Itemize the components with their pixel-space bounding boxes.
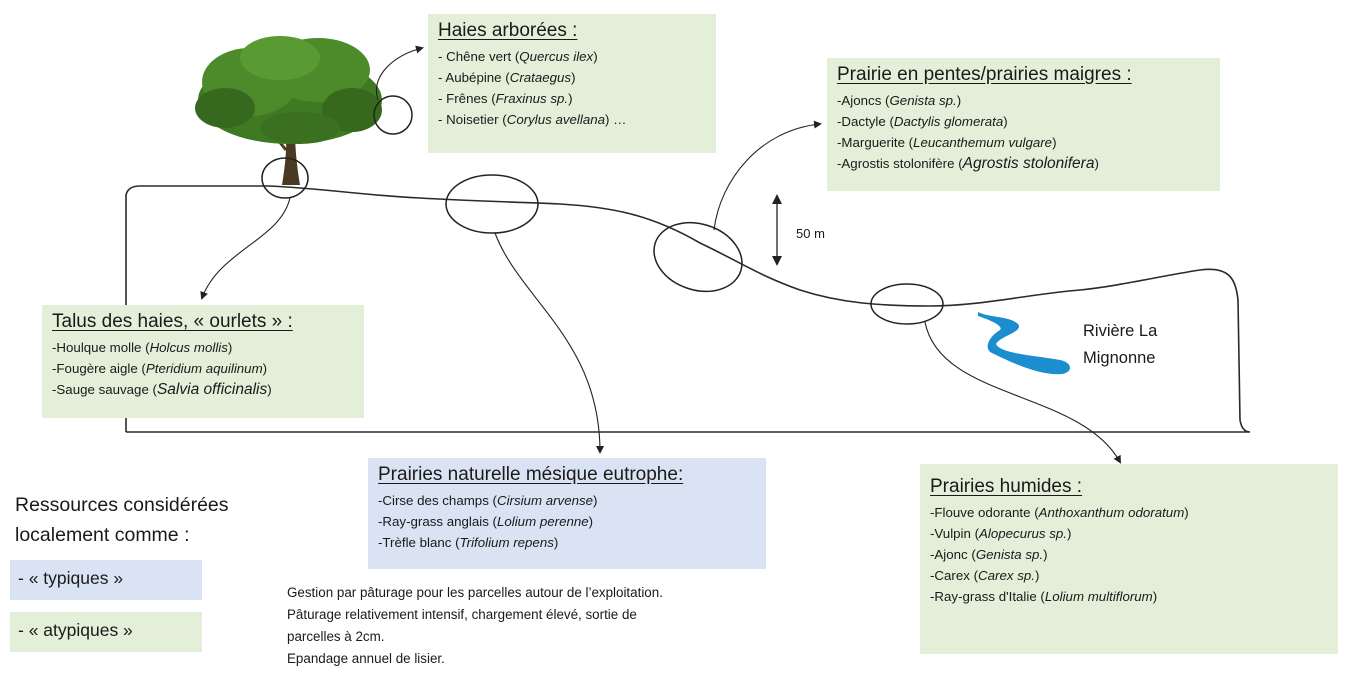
species-item: -Carex (Carex sp.) [930, 568, 1040, 583]
species-item: -Ajonc (Genista sp.) [930, 547, 1048, 562]
river-label: Rivière La Mignonne [1083, 322, 1158, 367]
legend-typical: - « typiques » [10, 560, 202, 600]
species-item: -Ray-grass d'Italie (Lolium multiflorum) [930, 589, 1158, 604]
scale-label: 50 m [796, 226, 825, 241]
scale-bar [772, 194, 782, 266]
legend-atypical: - « atypiques » [10, 612, 202, 652]
arrow-prairie-mesique [494, 232, 604, 454]
box-title: Talus des haies, « ourlets » : [52, 311, 293, 332]
species-item: -Ajoncs (Genista sp.) [837, 93, 962, 108]
zone-circle-pente [653, 221, 743, 293]
zone-circle-canopy [373, 95, 413, 135]
box-prairies-naturelle: Prairies naturelle mésique eutrophe: -Ci… [368, 458, 766, 569]
zone-circle-humide [870, 283, 944, 325]
species-item: -Trèfle blanc (Trifolium repens) [378, 535, 559, 550]
arrow-prairie-humide [924, 321, 1121, 464]
species-item: -Fougère aigle (Pteridium aquilinum) [52, 361, 268, 376]
terrain-profile [125, 185, 1251, 433]
box-prairies-humides: Prairies humides : -Flouve odorante (Ant… [920, 464, 1338, 654]
box-talus-haies: Talus des haies, « ourlets » : -Houlque … [42, 305, 364, 418]
box-title: Haies arborées : [438, 20, 578, 41]
box-haies-arborees: Haies arborées : - Chêne vert (Quercus i… [428, 14, 716, 153]
management-note: Gestion par pâturage pour les parcelles … [287, 585, 663, 666]
arrow-talus [200, 197, 291, 300]
species-item: -Dactyle (Dactylis glomerata) [837, 114, 1008, 129]
tree-icon [195, 36, 382, 185]
legend-title: Ressources considérées localement comme … [15, 494, 229, 546]
species-item: - Noisetier (Corylus avellana) … [438, 112, 627, 127]
species-item: -Flouve odorante (Anthoxanthum odoratum) [930, 505, 1189, 520]
species-item: -Sauge sauvage (Salvia officinalis) [52, 381, 272, 398]
species-item: -Marguerite (Leucanthemum vulgare) [837, 135, 1057, 150]
species-item: - Chêne vert (Quercus ilex) [438, 49, 598, 64]
species-item: -Vulpin (Alopecurus sp.) [930, 526, 1072, 541]
zone-circle-talus [261, 157, 309, 199]
box-title: Prairie en pentes/prairies maigres : [837, 64, 1132, 85]
zone-circle-prairie-mesique [445, 174, 539, 234]
species-item: - Frênes (Fraxinus sp.) [438, 91, 573, 106]
species-item: -Agrostis stolonifère (Agrostis stolonif… [837, 155, 1099, 172]
species-item: - Aubépine (Crataegus) [438, 70, 576, 85]
box-title: Prairies humides : [930, 476, 1083, 497]
species-item: -Ray-grass anglais (Lolium perenne) [378, 514, 594, 529]
river-icon [978, 312, 1071, 375]
box-title: Prairies naturelle mésique eutrophe: [378, 464, 684, 485]
species-item: -Houlque molle (Holcus mollis) [52, 340, 233, 355]
species-item: -Cirse des champs (Cirsium arvense) [378, 493, 598, 508]
box-prairie-pentes: Prairie en pentes/prairies maigres : -Aj… [827, 58, 1220, 191]
arrow-haies [376, 45, 424, 101]
arrow-prairie-pente [713, 120, 822, 231]
